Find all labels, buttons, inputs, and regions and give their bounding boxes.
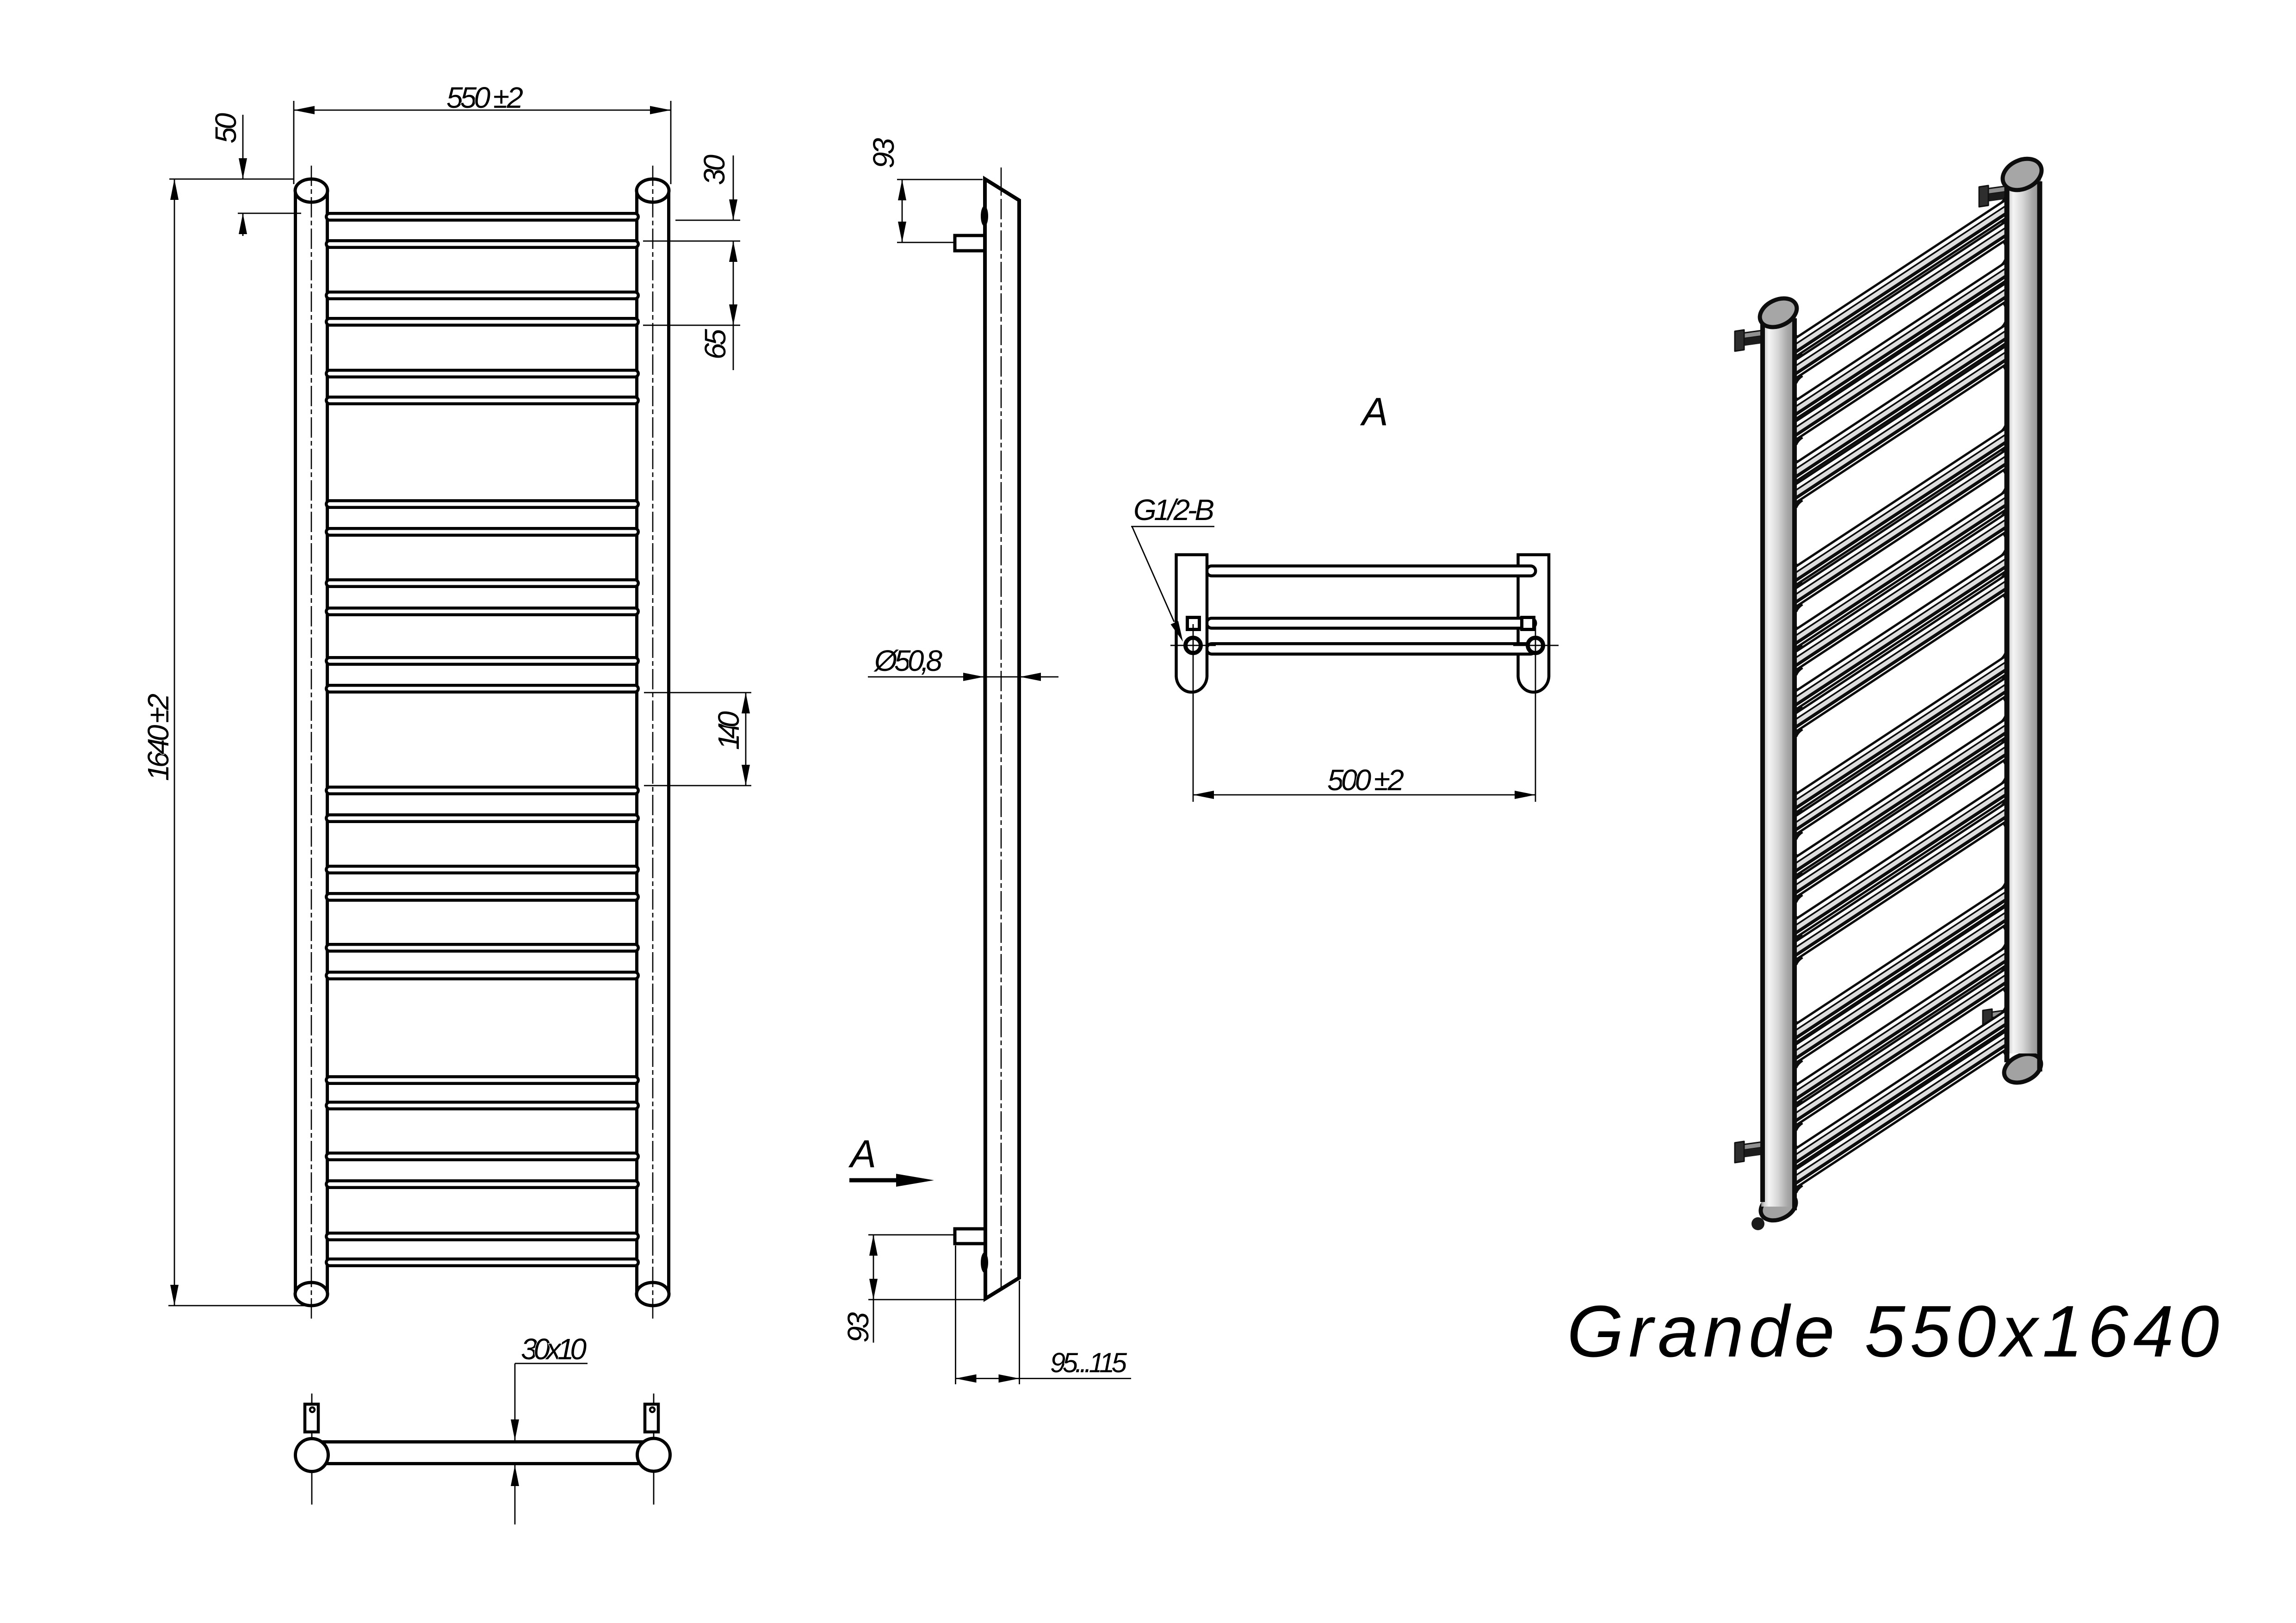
svg-text:A: A [848,1132,876,1176]
svg-text:93: 93 [842,1312,875,1343]
svg-text:G1/2-B: G1/2-B [1133,493,1214,527]
svg-text:A: A [1360,390,1388,434]
svg-text:1640 ±2: 1640 ±2 [142,694,175,781]
svg-text:Ø50,8: Ø50,8 [873,644,942,677]
svg-text:30x10: 30x10 [521,1332,587,1366]
svg-text:65: 65 [699,329,732,359]
svg-text:95...115: 95...115 [1050,1347,1127,1378]
svg-text:93: 93 [867,138,900,168]
svg-text:140: 140 [712,711,745,750]
svg-text:500 ±2: 500 ±2 [1327,763,1404,797]
svg-text:Grande 550x1640: Grande 550x1640 [1567,1291,2219,1372]
svg-text:50: 50 [209,113,242,143]
svg-text:30: 30 [698,155,731,185]
svg-text:550 ±2: 550 ±2 [446,81,523,114]
